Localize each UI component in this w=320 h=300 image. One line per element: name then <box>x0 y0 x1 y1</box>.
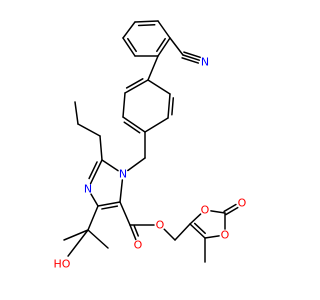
bond-a10-a11 <box>122 92 126 118</box>
bond-a1-a2-a <box>122 37 136 57</box>
bond-a21-a22 <box>77 123 101 137</box>
bond-a9-a10-a <box>124 79 149 94</box>
bond-a20-a28 <box>119 201 131 226</box>
bonds-layer <box>63 20 239 263</box>
bond-a6-a9 <box>147 55 159 81</box>
bond-a11-a12-b <box>123 121 141 134</box>
bond-a9-a10-b <box>125 78 144 89</box>
bond-a15-a16 <box>127 157 146 172</box>
atom-label-a36: O <box>221 229 230 242</box>
bond-a13-a14-b <box>171 97 175 116</box>
bond-a22-a23 <box>74 101 79 125</box>
bond-a5-a7 <box>169 37 184 56</box>
atom-label-a33: O <box>201 204 210 217</box>
bond-a17-a18-a <box>89 159 103 185</box>
bond-a32-a33 <box>189 213 202 225</box>
bond-a17-a21 <box>99 135 103 161</box>
bond-a5-a6-a <box>157 37 171 57</box>
bond-a17-a18-b <box>88 161 98 180</box>
bond-a36-a37 <box>204 235 220 239</box>
bond-a2-a3 <box>122 21 136 39</box>
bond-a14-a9 <box>147 79 171 95</box>
bond-a33-a34 <box>210 210 226 214</box>
bond-a19-a20-a <box>97 201 121 207</box>
bond-a20-a16 <box>119 179 124 203</box>
bond-a13-a14-a <box>167 93 171 119</box>
bond-a7-a8-c <box>183 51 201 59</box>
bond-a5-a6-b <box>156 37 166 53</box>
bond-a19-a20-b <box>101 205 119 210</box>
bond-a24-a27 <box>67 229 89 257</box>
bond-a31-a32 <box>174 223 191 241</box>
bond-a11-a12-a <box>122 116 146 133</box>
bond-a3-a4-a <box>134 20 159 23</box>
bond-a16-a17 <box>101 159 119 172</box>
bond-a4-a5 <box>157 20 171 39</box>
bond-a12-a13 <box>144 117 169 133</box>
atom-label-a35: O <box>238 197 247 210</box>
bond-a34-a35-a <box>225 206 239 216</box>
bond-a37-a32-b <box>193 222 206 235</box>
atom-label-a29: O <box>134 239 143 252</box>
atom-label-a18: N <box>84 183 92 196</box>
bond-a28-a29-a <box>129 224 137 241</box>
bond-a7-a8-a <box>182 54 201 61</box>
bond-a24-a25 <box>63 229 89 241</box>
bond-a7-a8-b <box>181 57 200 64</box>
bond-a30-a31 <box>163 228 176 241</box>
atom-label-a30: O <box>156 219 165 232</box>
bond-a3-a4-b <box>137 24 156 27</box>
bond-a19-a24 <box>87 205 99 231</box>
atom-label-a16: N <box>119 168 127 181</box>
atom-label-a8: N <box>201 56 209 69</box>
bond-a18-a19 <box>90 193 99 207</box>
bond-a1-a2-b <box>127 37 137 53</box>
bond-a34-a35-b <box>223 203 237 213</box>
bond-a37-a32-a <box>189 223 206 239</box>
bond-a28-a29-b <box>133 225 139 237</box>
bond-a24-a26 <box>87 229 109 249</box>
atom-label-a27: HO <box>54 258 71 271</box>
